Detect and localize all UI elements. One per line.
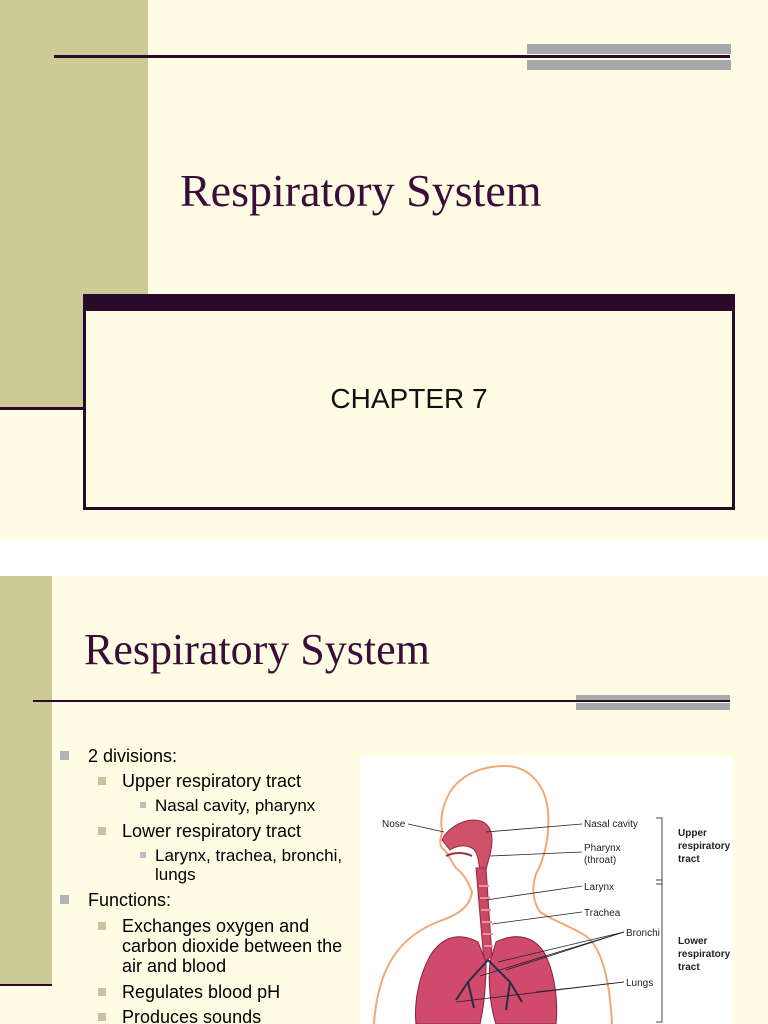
label-upper-1: Upper <box>678 828 707 839</box>
bullet-icon <box>60 895 69 904</box>
bronchi-lines <box>455 959 523 1011</box>
left-lung-shape <box>415 936 487 1024</box>
slide-title: Respiratory System <box>180 165 542 216</box>
accent-bar <box>527 60 731 70</box>
sidebar-rule <box>0 407 86 410</box>
body-outline <box>373 764 613 1024</box>
slide-gap <box>0 540 768 576</box>
list-item: Functions: <box>60 890 360 910</box>
leader-lines <box>407 823 625 1003</box>
label-bronchi: Bronchi <box>626 928 660 939</box>
slide-title: Respiratory System <box>84 625 430 674</box>
sidebar-rule <box>0 984 52 986</box>
bullet-icon <box>98 827 106 835</box>
label-trachea: Trachea <box>584 908 621 919</box>
chapter-label: CHAPTER 7 <box>330 383 488 414</box>
bullet-icon <box>98 922 106 930</box>
mouth-shape <box>445 852 473 857</box>
label-larynx: Larynx <box>584 882 614 893</box>
list-item: Lower respiratory tract <box>60 821 360 841</box>
label-lungs: Lungs <box>626 978 653 989</box>
label-nose: Nose <box>382 819 406 830</box>
bullet-icon <box>140 802 146 808</box>
bullet-icon <box>98 988 106 996</box>
bullet-icon <box>98 1013 106 1021</box>
label-lower-3: tract <box>678 962 700 973</box>
label-pharynx: Pharynx <box>584 843 621 854</box>
label-lower-2: respiratory <box>678 949 731 960</box>
right-lung-shape <box>488 936 558 1024</box>
content-slide: Respiratory System 2 divisions: Upper re… <box>0 576 768 1024</box>
title-rule <box>33 700 730 702</box>
accent-bar <box>576 703 730 710</box>
accent-bar <box>576 695 730 700</box>
chapter-box: CHAPTER 7 <box>83 294 735 510</box>
title-slide: Respiratory System CHAPTER 7 <box>0 0 735 510</box>
nasal-cavity-shape <box>441 819 493 871</box>
label-upper-2: respiratory <box>678 841 731 852</box>
trachea-rings <box>479 885 493 947</box>
anatomy-illustration: Nose Nasal cavity Pharynx (throat) Laryn… <box>373 764 731 1024</box>
list-item: Larynx, trachea, bronchi, lungs <box>60 846 360 884</box>
upper-bracket <box>656 817 663 885</box>
bullet-icon <box>98 777 106 785</box>
list-item: Regulates blood pH <box>60 982 360 1002</box>
bullet-icon <box>140 852 146 858</box>
bullet-list: 2 divisions: Upper respiratory tract Nas… <box>60 746 360 1024</box>
accent-bar <box>527 44 731 54</box>
label-throat: (throat) <box>584 855 616 866</box>
list-item: Upper respiratory tract <box>60 771 360 791</box>
bullet-icon <box>60 751 69 760</box>
label-lower-1: Lower <box>678 936 708 947</box>
list-item: 2 divisions: <box>60 746 360 766</box>
top-rule <box>54 55 730 58</box>
respiratory-diagram: Nose Nasal cavity Pharynx (throat) Laryn… <box>360 756 732 1024</box>
label-upper-3: tract <box>678 854 700 865</box>
sidebar-band <box>0 576 52 986</box>
list-item: Nasal cavity, pharynx <box>60 796 360 815</box>
label-nasal-cavity: Nasal cavity <box>584 819 638 830</box>
list-item: Exchanges oxygen and carbon dioxide betw… <box>60 916 360 976</box>
lower-bracket <box>656 879 663 1023</box>
list-item: Produces sounds <box>60 1007 360 1024</box>
